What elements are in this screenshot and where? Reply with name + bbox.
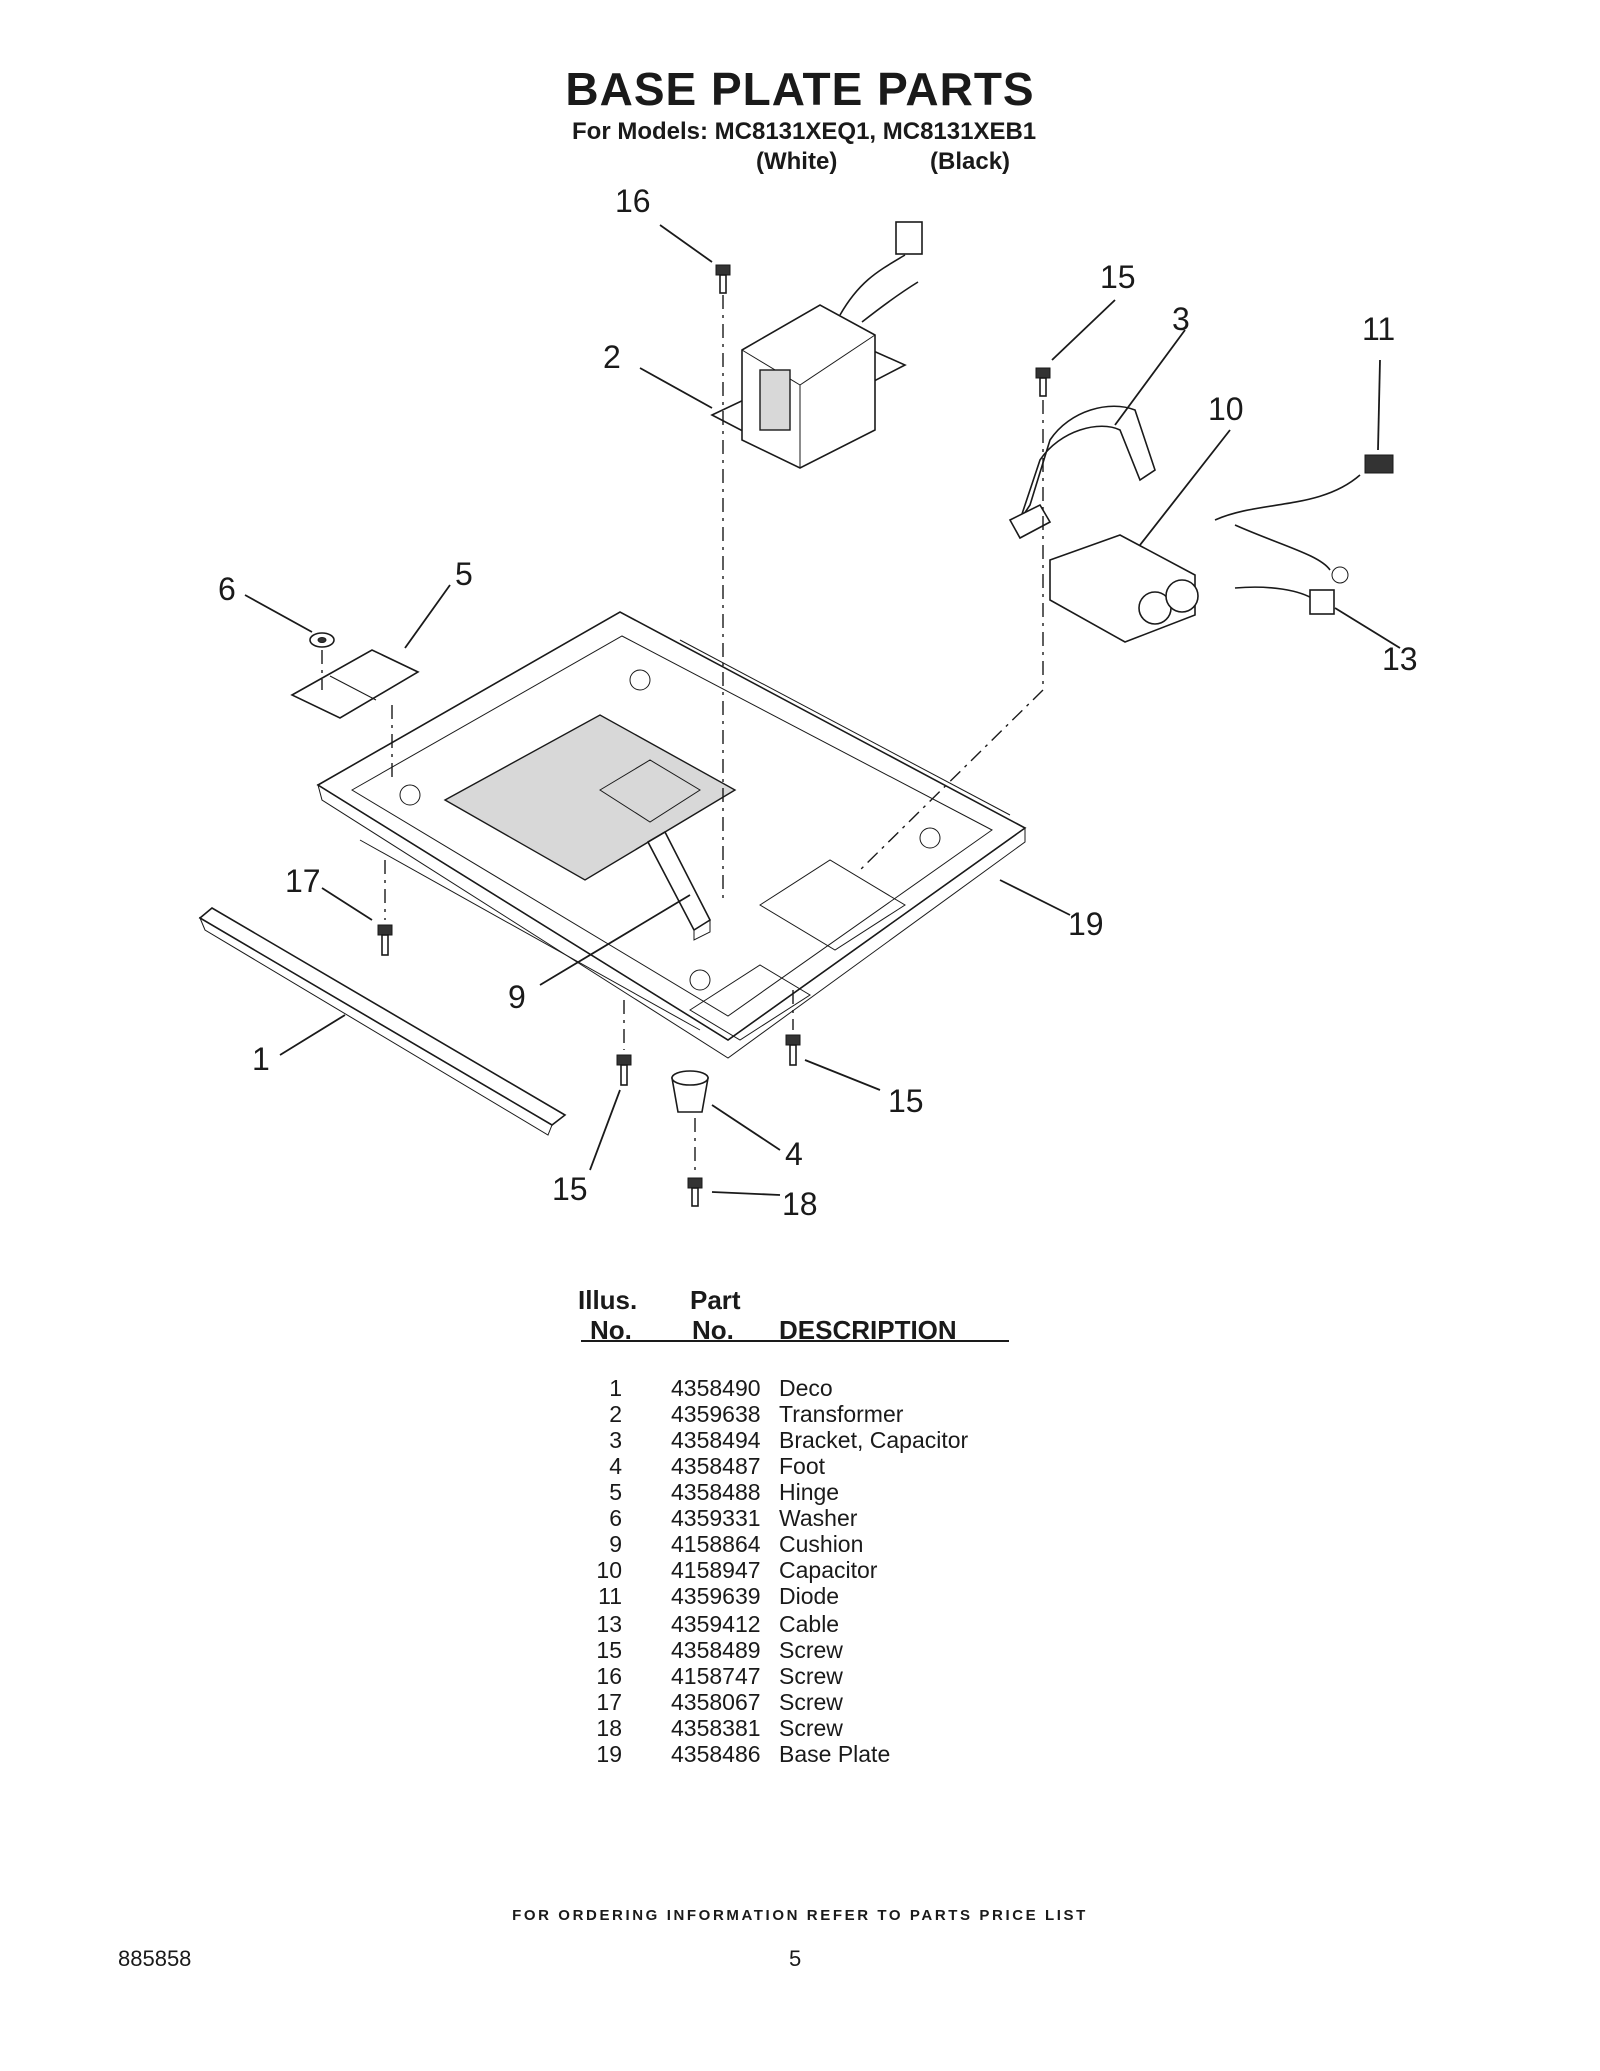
- callout-6: 6: [218, 571, 236, 607]
- cushion-illustration: [646, 830, 712, 941]
- foot-illustration: [671, 1070, 709, 1113]
- leader-lines: [244, 224, 1401, 1196]
- transformer-illustration: [710, 221, 923, 469]
- deco-illustration: [198, 907, 567, 1136]
- callout-5: 5: [455, 556, 473, 592]
- screw-15-left-illustration: [616, 1054, 632, 1086]
- callout-11: 11: [1362, 311, 1395, 347]
- header-illus: Illus.: [578, 1285, 638, 1315]
- callout-16: 16: [615, 183, 651, 219]
- header-rule: [581, 1340, 1009, 1342]
- header-part: Part: [690, 1285, 741, 1315]
- callout-labels: 16 15 3 11 2 10 6 5 13 17 19 9 1 15 4 15…: [218, 183, 1418, 1222]
- exploded-parts-diagram: 16 15 3 11 2 10 6 5 13 17 19 9 1 15 4 15…: [198, 183, 1418, 1222]
- callout-15-top: 15: [1100, 259, 1136, 295]
- screw-17-illustration: [377, 924, 393, 956]
- callout-10: 10: [1208, 391, 1244, 427]
- cable-illustration: [1234, 586, 1335, 615]
- document-number: 885858: [118, 1946, 192, 1971]
- capacitor-illustration: [1049, 534, 1199, 643]
- variant-white: (White): [756, 148, 838, 175]
- screw-18-illustration: [687, 1177, 703, 1207]
- base-plate-illustration: [316, 611, 1027, 1059]
- callout-15-right: 15: [888, 1083, 924, 1119]
- washer-illustration: [309, 632, 335, 648]
- models-line: For Models: MC8131XEQ1, MC8131XEB1: [572, 118, 1037, 145]
- callout-1: 1: [252, 1041, 270, 1077]
- callout-2: 2: [603, 339, 621, 375]
- callout-18: 18: [782, 1186, 818, 1222]
- page-title: BASE PLATE PARTS: [565, 63, 1035, 115]
- hinge-illustration: [290, 649, 420, 719]
- capacitor-bracket-illustration: [1008, 405, 1156, 540]
- callout-17: 17: [285, 863, 321, 899]
- screw-15-right-illustration: [785, 1034, 801, 1066]
- callout-4: 4: [785, 1136, 803, 1172]
- variant-black: (Black): [930, 148, 1011, 175]
- callout-15-left: 15: [552, 1171, 588, 1207]
- diode-illustration: [1214, 454, 1394, 584]
- callout-19: 19: [1068, 906, 1104, 942]
- screw-16-illustration: [715, 264, 731, 294]
- assembly-lines: [321, 295, 1044, 1175]
- page-number: 5: [789, 1946, 802, 1971]
- ordering-note: FOR ORDERING INFORMATION REFER TO PARTS …: [512, 1907, 1088, 1924]
- callout-9: 9: [508, 979, 526, 1015]
- callout-3: 3: [1172, 301, 1190, 337]
- screw-15-top-illustration: [1035, 367, 1051, 397]
- callout-13: 13: [1382, 641, 1418, 677]
